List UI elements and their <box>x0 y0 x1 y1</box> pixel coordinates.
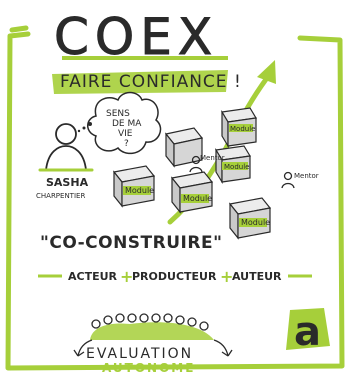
frame <box>5 25 345 371</box>
badge-letter: a <box>294 309 321 355</box>
badge-shape <box>286 308 330 350</box>
mentor-figures <box>189 155 295 189</box>
evaluation-word: EVALUATION <box>86 346 193 362</box>
thought-line-4: ? <box>124 139 129 149</box>
role-auteur: AUTEUR <box>232 270 282 283</box>
thought-line-2: DE MA <box>112 119 142 129</box>
mentor-label-1: Mentor <box>200 154 225 162</box>
evaluation-arrows <box>73 339 233 357</box>
autonome-word: AUTONOME <box>102 361 195 375</box>
thought-bubble: SENS DE MA VIE ? <box>77 91 162 155</box>
person-figure <box>38 123 94 172</box>
module-label-1: Module <box>230 125 255 133</box>
mentor-label-2: Mentor <box>294 172 319 180</box>
subtitle-highlight <box>52 70 228 94</box>
role-acteur: ACTEUR <box>68 270 118 283</box>
module-label-5: Module <box>241 218 270 227</box>
person-role: CHARPENTIER <box>36 192 85 200</box>
module-label-4: Module <box>183 194 212 203</box>
subtitle: FAIRE CONFIANCE ! <box>60 72 242 92</box>
thought-line-3: VIE <box>118 129 133 139</box>
role-producteur: PRODUCTEUR <box>132 270 217 283</box>
module-cubes <box>112 107 272 240</box>
thought-line-1: SENS <box>106 109 130 119</box>
role-plus-2: + <box>220 267 233 286</box>
module-label-2: Module <box>224 163 249 171</box>
co-construire: "CO-CONSTRUIRE" <box>40 233 222 253</box>
role-plus-1: + <box>120 267 133 286</box>
title: COEX <box>54 8 218 66</box>
module-label-3: Module <box>125 186 154 195</box>
person-name: SASHA <box>46 176 89 189</box>
crowd <box>90 313 214 340</box>
